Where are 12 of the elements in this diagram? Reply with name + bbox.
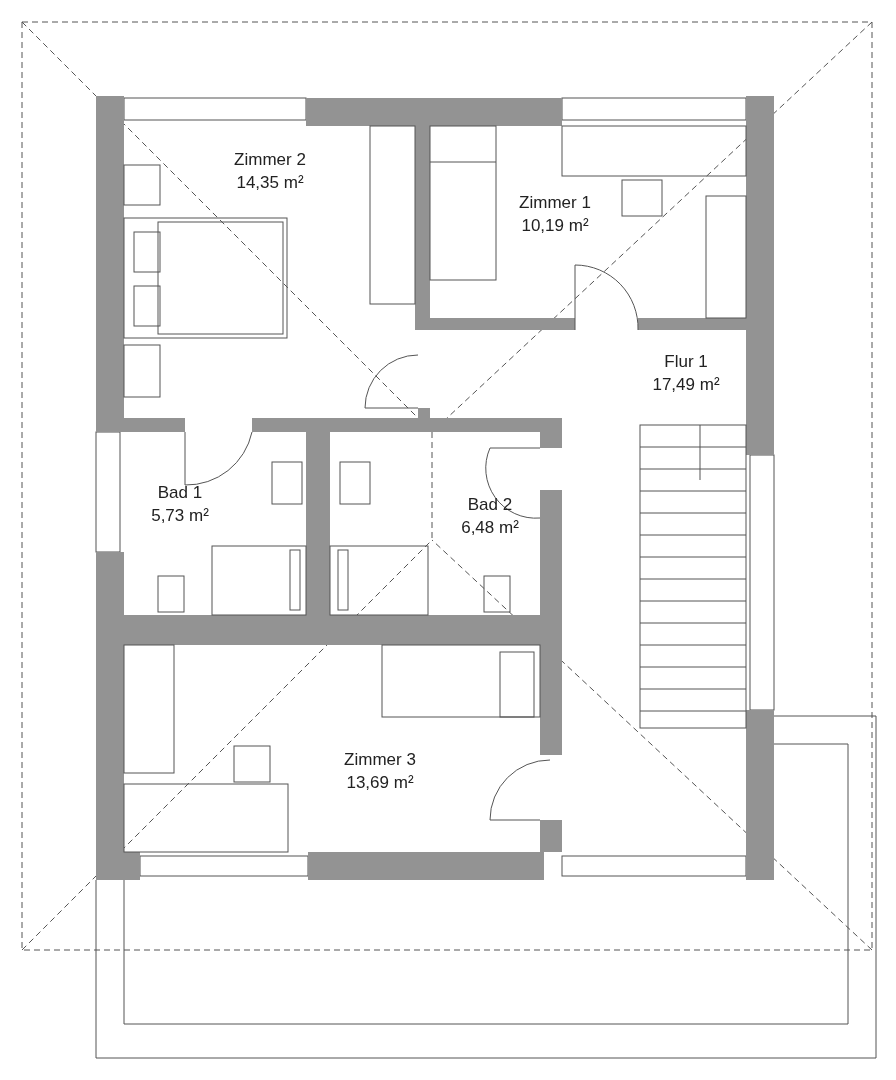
room-name: Flur 1 <box>663 352 709 372</box>
room-name: Bad 1 <box>156 483 204 503</box>
room-name: Zimmer 3 <box>343 750 417 770</box>
room-area: 5,73 m² <box>120 506 240 526</box>
room-name: Bad 2 <box>466 495 514 515</box>
room-area: 17,49 m² <box>626 375 746 395</box>
room-area: 6,48 m² <box>430 518 550 538</box>
room-name: Zimmer 1 <box>518 193 592 213</box>
room-area: 10,19 m² <box>495 216 615 236</box>
room-area: 13,69 m² <box>320 773 440 793</box>
room-name: Zimmer 2 <box>233 150 307 170</box>
room-area: 14,35 m² <box>210 173 330 193</box>
